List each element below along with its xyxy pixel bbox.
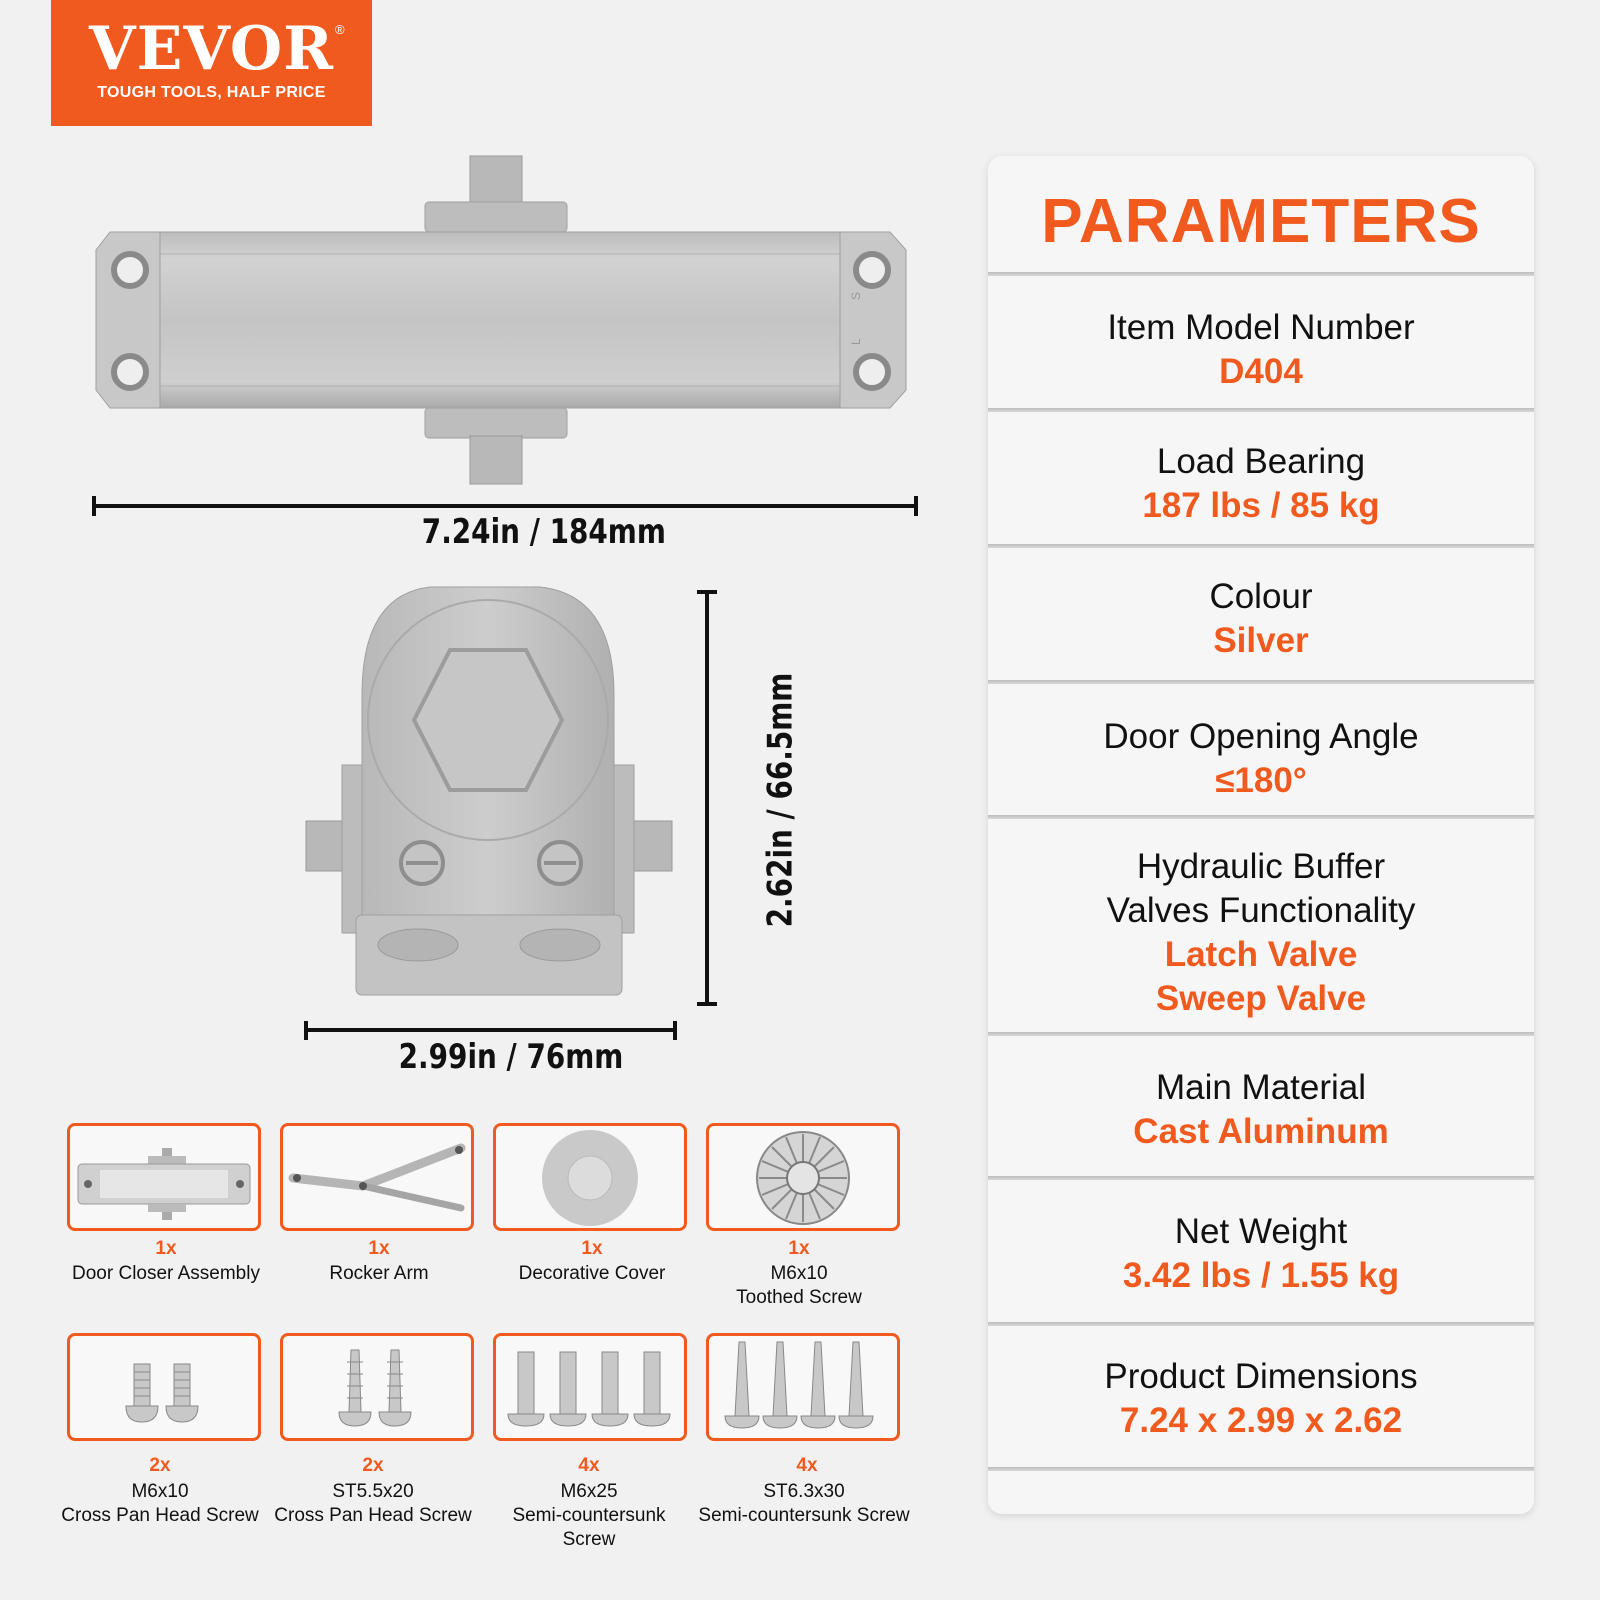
width-dimension-line xyxy=(304,1021,677,1040)
accessory-name: Cross Pan Head Screw xyxy=(274,1505,472,1526)
width-dimension-label: 2.99in / 76mm xyxy=(398,1037,624,1077)
height-dimension-label: 2.62in / 66.5mm xyxy=(760,672,801,928)
accessory-st6-3x30-semi-countersunk-screw xyxy=(706,1333,900,1441)
param-value: 187 lbs / 85 kg xyxy=(1142,486,1380,525)
param-value: Cast Aluminum xyxy=(1133,1112,1389,1151)
parameters-title: PARAMETERS xyxy=(1041,187,1481,256)
param-label: Valves Functionality xyxy=(1106,891,1416,930)
separator xyxy=(988,680,1534,684)
length-dimension-line xyxy=(92,496,918,516)
accessory-name: M6x10 xyxy=(131,1481,189,1502)
accessory-qty: 2x xyxy=(362,1455,384,1476)
registered-mark: ® xyxy=(335,22,345,37)
door-closer-top-view: S L xyxy=(95,155,907,485)
param-value: ≤180° xyxy=(1215,761,1307,800)
accessory-name: Decorative Cover xyxy=(518,1263,666,1284)
separator xyxy=(988,815,1534,819)
brand-tagline: TOUGH TOOLS, HALF PRICE xyxy=(97,84,326,101)
accessory-name: Rocker Arm xyxy=(329,1263,429,1284)
param-model-number: Item Model Number D404 xyxy=(988,306,1534,394)
decorative-cover-icon xyxy=(542,1130,638,1226)
accessory-rocker-arm xyxy=(280,1123,474,1231)
param-label: Load Bearing xyxy=(1156,442,1366,481)
separator xyxy=(988,1467,1534,1471)
accessory-name: Cross Pan Head Screw xyxy=(61,1505,259,1526)
param-label: Main Material xyxy=(1155,1068,1367,1107)
param-value: Silver xyxy=(1213,621,1309,660)
accessory-name: ST5.5x20 xyxy=(332,1481,414,1502)
body-marking-l: L xyxy=(849,338,863,345)
machine-screw-icon xyxy=(507,1351,671,1427)
accessory-name: ST6.3x30 xyxy=(763,1481,845,1502)
param-value: D404 xyxy=(1219,352,1303,391)
length-dimension-label: 7.24in / 184mm xyxy=(421,512,666,552)
body-marking-s: S xyxy=(849,292,863,300)
param-label: Item Model Number xyxy=(1107,308,1415,347)
accessory-m6x10-pan-head-screw xyxy=(67,1333,261,1441)
accessory-decorative-cover xyxy=(493,1123,687,1231)
param-value: 7.24 x 2.99 x 2.62 xyxy=(1119,1401,1403,1440)
param-door-opening-angle: Door Opening Angle ≤180° xyxy=(988,715,1534,803)
param-value: Latch Valve xyxy=(1164,935,1358,974)
separator xyxy=(988,1322,1534,1326)
pan-head-screw-icon xyxy=(125,1363,199,1423)
self-tapping-screw-icon xyxy=(338,1349,412,1427)
param-label: Door Opening Angle xyxy=(1103,717,1419,756)
accessory-name: Screw xyxy=(562,1529,616,1550)
accessory-name: Semi-countersunk xyxy=(512,1505,666,1526)
accessory-toothed-screw xyxy=(706,1123,900,1231)
accessory-name: M6x25 xyxy=(560,1481,618,1502)
param-net-weight: Net Weight 3.42 lbs / 1.55 kg xyxy=(988,1210,1534,1298)
accessory-m6x25-semi-countersunk-screw xyxy=(493,1333,687,1441)
wood-screw-icon xyxy=(724,1341,874,1429)
separator xyxy=(988,544,1534,548)
accessory-name: Toothed Screw xyxy=(736,1287,862,1308)
accessory-qty: 4x xyxy=(796,1455,818,1476)
separator xyxy=(988,272,1534,276)
param-label: Net Weight xyxy=(1174,1212,1348,1251)
accessory-qty: 1x xyxy=(155,1238,177,1259)
accessory-name: Semi-countersunk Screw xyxy=(698,1505,910,1526)
accessory-name: Door Closer Assembly xyxy=(72,1263,260,1284)
accessory-qty: 1x xyxy=(581,1238,603,1259)
param-hydraulic-buffer-valves: Hydraulic Buffer Valves Functionality La… xyxy=(988,845,1534,1021)
accessory-qty: 1x xyxy=(788,1238,810,1259)
separator xyxy=(988,1032,1534,1036)
param-product-dimensions: Product Dimensions 7.24 x 2.99 x 2.62 xyxy=(988,1355,1534,1443)
separator xyxy=(988,1176,1534,1180)
accessory-qty: 1x xyxy=(368,1238,390,1259)
param-label: Colour xyxy=(1209,577,1313,616)
param-value: Sweep Valve xyxy=(1155,979,1367,1018)
separator xyxy=(988,408,1534,412)
param-main-material: Main Material Cast Aluminum xyxy=(988,1066,1534,1154)
toothed-screw-icon xyxy=(756,1131,850,1225)
param-label: Product Dimensions xyxy=(1104,1357,1418,1396)
brand-logo: VEVOR ® TOUGH TOOLS, HALF PRICE xyxy=(51,0,372,126)
brand-name: VEVOR xyxy=(89,14,334,84)
accessory-door-closer-assembly xyxy=(67,1123,261,1231)
rocker-arm-icon xyxy=(288,1143,466,1212)
accessory-qty: 2x xyxy=(149,1455,171,1476)
height-dimension-line xyxy=(697,590,717,1006)
accessory-qty: 4x xyxy=(578,1455,600,1476)
accessory-name: M6x10 xyxy=(770,1263,828,1284)
param-colour: Colour Silver xyxy=(988,575,1534,663)
param-load-bearing: Load Bearing 187 lbs / 85 kg xyxy=(988,440,1534,528)
param-value: 3.42 lbs / 1.55 kg xyxy=(1122,1256,1400,1295)
door-closer-icon xyxy=(77,1148,251,1220)
param-label: Hydraulic Buffer xyxy=(1136,847,1386,886)
accessory-st5-5x20-pan-head-screw xyxy=(280,1333,474,1441)
parameters-panel: PARAMETERS Item Model Number D404 Load B… xyxy=(988,156,1534,1514)
door-closer-side-view xyxy=(305,586,673,996)
